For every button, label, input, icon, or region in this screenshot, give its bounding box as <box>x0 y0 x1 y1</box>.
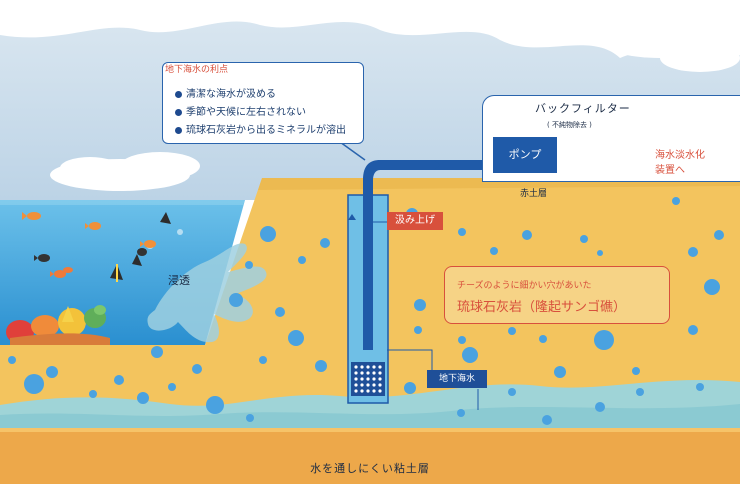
fish-icon <box>22 212 171 282</box>
callout-title: 地下海水の利点 <box>165 65 229 75</box>
back-filter-sublabel: ( 不純物除去 ) <box>547 121 592 129</box>
merit-item: 季節や天候に左右されない <box>175 103 306 118</box>
coral-icon <box>6 305 110 345</box>
bullet-icon <box>175 126 182 134</box>
bullet-icon <box>175 90 182 98</box>
pump-box: ポンプ <box>493 137 557 173</box>
clay-layer-label: 水を通しにくい粘土層 <box>310 462 430 475</box>
clouds <box>0 0 740 191</box>
back-filter-label: バックフィルター <box>535 102 631 115</box>
desalination-label: 海水淡水化 装置へ <box>655 150 705 176</box>
pump-up-label: 汲み上げ <box>387 212 443 230</box>
merit-item: 清潔な海水が汲める <box>175 85 276 100</box>
benefits-callout: 清潔な海水が汲める 季節や天候に左右されない 琉球石灰岩から出るミネラルが溶出 <box>162 62 364 144</box>
seepage-label: 浸透 <box>168 274 190 287</box>
limestone-description: チーズのように細かい穴があいた <box>457 281 592 291</box>
groundwater-label: 地下海水 <box>427 370 487 388</box>
seepage-shape <box>147 243 267 343</box>
bubbles <box>8 197 724 425</box>
red-soil-label: 赤土層 <box>520 189 548 199</box>
clay-layer <box>0 428 740 484</box>
bullet-icon <box>175 108 182 116</box>
limestone-name: 琉球石灰岩（隆起サンゴ礁） <box>457 300 627 315</box>
merit-item: 琉球石灰岩から出るミネラルが溶出 <box>175 121 346 136</box>
limestone-callout <box>444 266 670 324</box>
